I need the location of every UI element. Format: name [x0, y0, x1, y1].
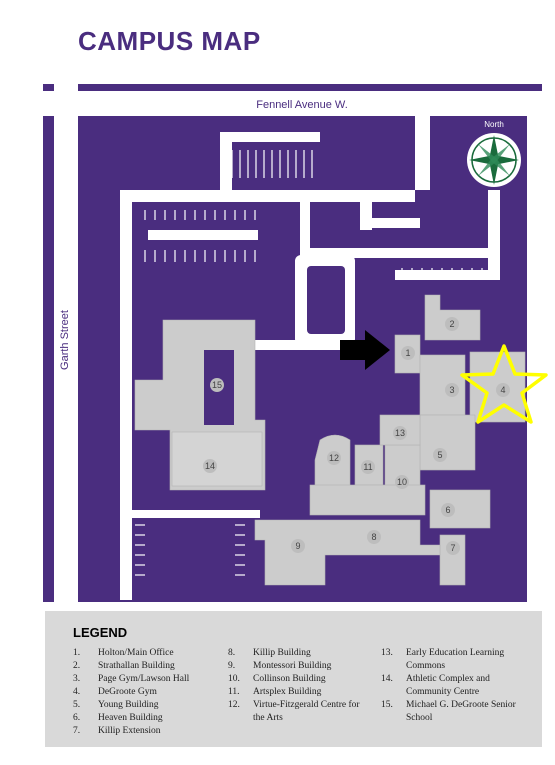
- building-6: [429, 489, 491, 529]
- building-label-5: 5: [437, 450, 442, 460]
- street-edge-vertical: [43, 116, 54, 602]
- legend-item: 13.Early Education Learning Commons: [381, 648, 505, 671]
- arrow-right-icon: [340, 330, 390, 370]
- compass-icon: North: [467, 120, 521, 187]
- building-label-10: 10: [397, 477, 407, 487]
- building-label-6: 6: [445, 505, 450, 515]
- building-8-9: [254, 519, 441, 586]
- legend-panel: LEGEND 1.Holton/Main Office 2.Strathalla…: [45, 611, 542, 747]
- building-label-14: 14: [205, 461, 215, 471]
- legend-column-1: 1.Holton/Main Office 2.Strathallan Build…: [73, 647, 223, 738]
- building-label-4: 4: [500, 385, 505, 395]
- parking-lots: [135, 150, 483, 576]
- legend-item: 14.Athletic Complex and Community Centre: [381, 674, 490, 697]
- building-label-8: 8: [371, 532, 376, 542]
- legend-item: 1.Holton/Main Office: [73, 648, 174, 658]
- street-edge-left: [43, 84, 54, 91]
- legend-item: 2.Strathallan Building: [73, 661, 175, 671]
- star-icon: [460, 344, 548, 424]
- building-label-3: 3: [449, 385, 454, 395]
- building-label-12: 12: [329, 453, 339, 463]
- legend-item: 15.Michael G. DeGroote Senior School: [381, 700, 516, 723]
- building-label-9: 9: [295, 541, 300, 551]
- legend-item: 12.Virtue-Fitzgerald Centre for the Arts: [228, 700, 360, 723]
- building-label-11: 11: [363, 462, 372, 472]
- building-5: [419, 414, 476, 471]
- legend-item: 6.Heaven Building: [73, 713, 163, 723]
- legend-item: 5.Young Building: [73, 700, 159, 710]
- compass-label: North: [484, 120, 504, 129]
- building-label-15: 15: [212, 380, 222, 390]
- legend-item: 7.Killip Extension: [73, 726, 161, 736]
- legend-column-2: 8.Killip Building 9.Montessori Building …: [228, 647, 378, 725]
- street-label-fennell: Fennell Avenue W.: [256, 99, 348, 111]
- legend-item: 11.Artsplex Building: [228, 687, 322, 697]
- legend-item: 9.Montessori Building: [228, 661, 332, 671]
- page-title: CAMPUS MAP: [78, 26, 261, 56]
- legend-item: 4.DeGroote Gym: [73, 687, 157, 697]
- legend-column-3: 13.Early Education Learning Commons 14.A…: [381, 647, 531, 725]
- legend-item: 3.Page Gym/Lawson Hall: [73, 674, 190, 684]
- road-island: [307, 266, 345, 334]
- building-label-7: 7: [450, 543, 455, 553]
- parking-aisle: [148, 230, 258, 240]
- legend-item: 8.Killip Building: [228, 648, 311, 658]
- building-markers: 1 2 3 4 5 6 7 8 9 10 11 12 13 14 15: [203, 317, 510, 555]
- building-label-13: 13: [395, 428, 405, 438]
- campus-map: Fennell Avenue W. Garth Street: [43, 84, 548, 602]
- building-connector: [309, 484, 426, 516]
- legend-title: LEGEND: [73, 625, 128, 640]
- street-edge-top: [78, 84, 542, 91]
- building-label-1: 1: [405, 348, 410, 358]
- building-3: [419, 354, 466, 416]
- street-label-garth: Garth Street: [59, 310, 71, 370]
- legend-item: 10.Collinson Building: [228, 674, 326, 684]
- building-14-hall: [171, 431, 263, 487]
- building-label-2: 2: [449, 319, 454, 329]
